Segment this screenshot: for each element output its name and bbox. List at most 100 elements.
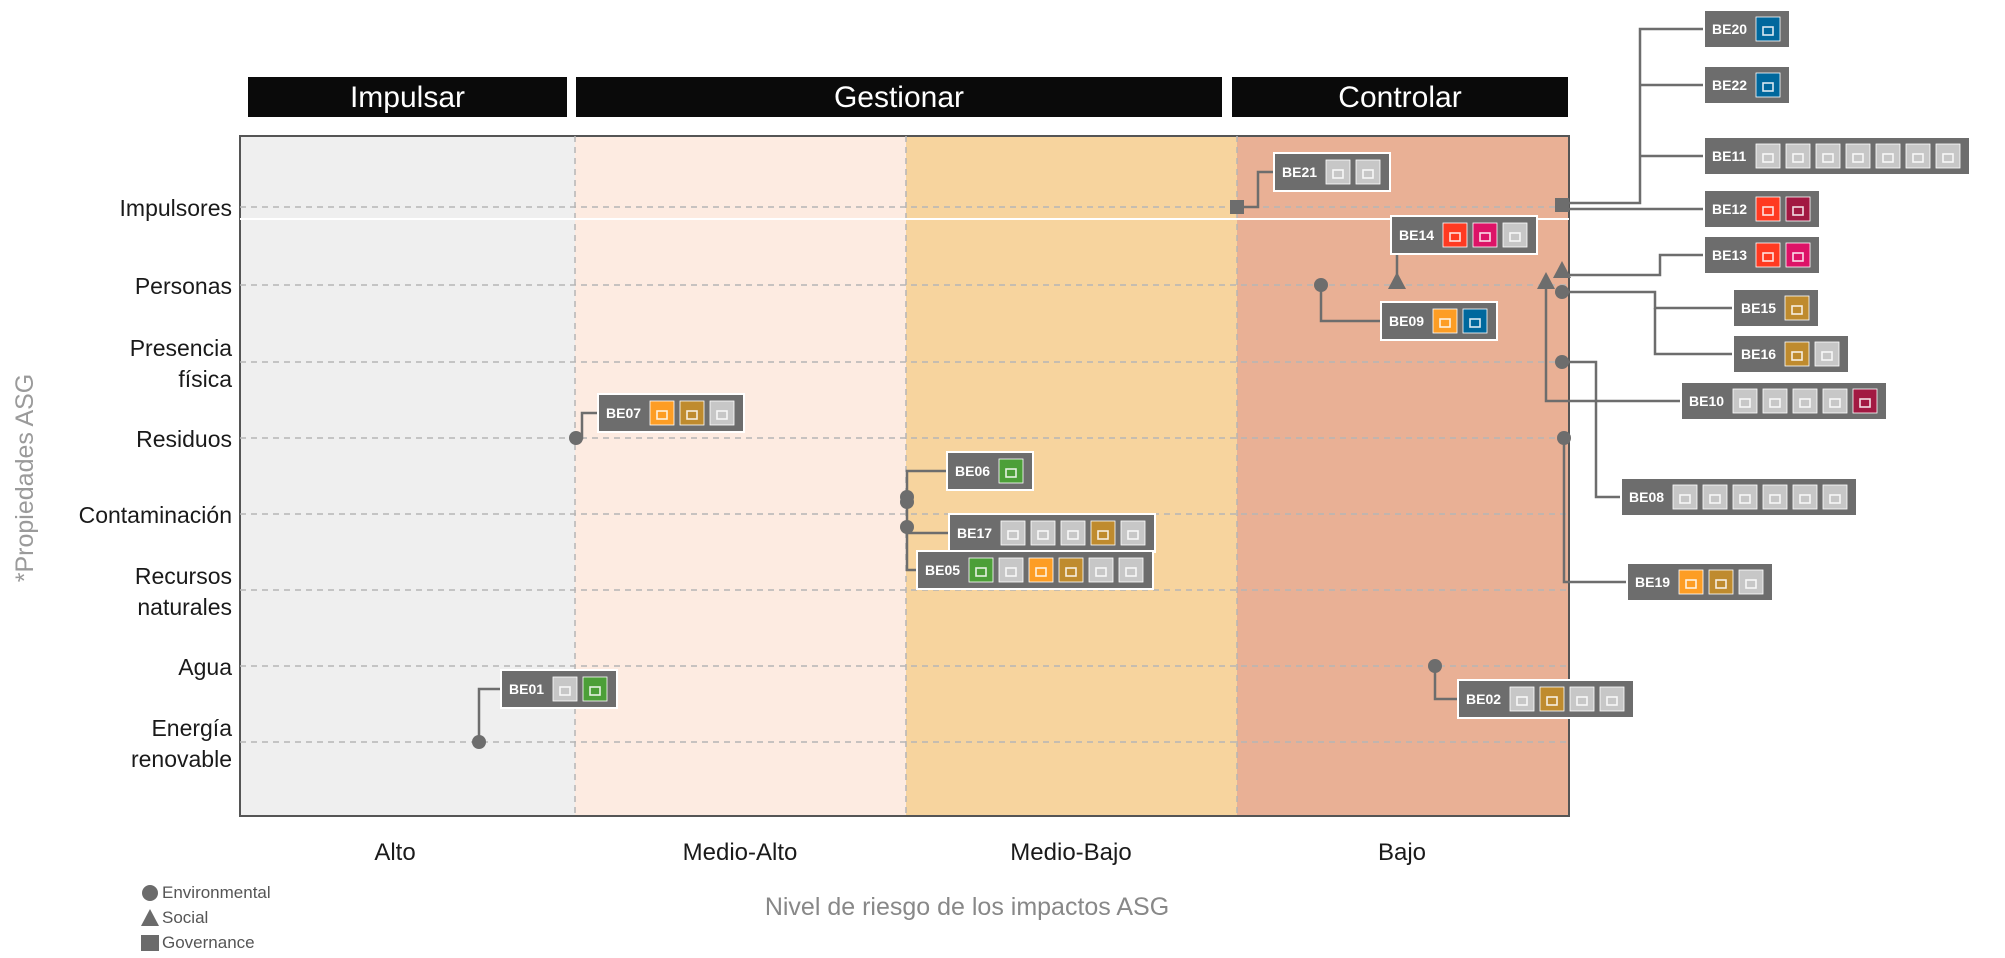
be-cell-label: BE17 [957,525,992,541]
sdg-glyph-icon [1005,468,1017,478]
sdg-tile-icon [1678,569,1704,595]
sdg-tile-icon [1762,484,1788,510]
sdg-glyph-icon [1449,232,1461,242]
property-label: Energía [151,715,232,741]
be-cell-label: BE06 [955,463,990,479]
be-cell: BE21 [1273,152,1391,192]
be-cell: BE20 [1703,9,1791,49]
be-cell: BE10 [1680,381,1888,421]
sdg-tile-icon [1509,686,1535,712]
be-cell-box [946,451,1034,491]
sdg-tile-icon [1030,520,1056,546]
be-cell: BE01 [500,669,618,709]
connector-line [1237,170,1274,209]
sdg-glyph-icon [1127,530,1139,540]
sdg-glyph-icon [1685,579,1697,589]
be-cell: BE11 [1703,136,1971,176]
sdg-tile-icon [998,557,1024,583]
sdg-tile-icon [1875,143,1901,169]
sdg-tile-icon [1822,484,1848,510]
be-cell: BE22 [1703,65,1791,105]
property-label: renovable [131,746,232,772]
sdg-tile-icon [1672,484,1698,510]
property-gridlines [240,206,1569,743]
sdg-tile-icon [1792,484,1818,510]
sdg-glyph-icon [1606,696,1618,706]
risk-level-label: Medio-Alto [683,839,798,866]
be-cell: BE06 [946,451,1034,491]
sdg-glyph-icon [1095,567,1107,577]
sdg-tile-icon [1462,308,1488,334]
sdg-glyph-icon [1792,252,1804,262]
be-cell-label: BE21 [1282,164,1317,180]
social-marker [1553,261,1571,278]
sdg-tile-icon [1785,196,1811,222]
risk-zones [239,135,1570,817]
sdg-glyph-icon [1745,579,1757,589]
sdg-tile-icon [1088,557,1114,583]
sdg-glyph-icon [1762,206,1774,216]
environmental-marker [569,431,583,445]
sdg-glyph-icon [1739,494,1751,504]
connector-line [905,469,947,497]
sdg-glyph-icon [1762,252,1774,262]
connector-line [1544,281,1681,403]
sdg-glyph-icon [1791,305,1803,315]
be-cell-label: BE01 [509,681,544,697]
be-cell: BE12 [1703,189,1821,229]
legend-label: Governance [162,933,255,952]
environmental-marker [1314,278,1328,292]
be-cell-label: BE07 [606,405,641,421]
be-cell-label: BE11 [1712,148,1746,164]
axis-labels: ImpulsoresPersonasPresenciafísicaResiduo… [11,195,1426,921]
sdg-glyph-icon [1332,169,1344,179]
sdg-tile-icon [1732,388,1758,414]
be-cell: BE09 [1380,301,1498,341]
risk-level-label: Bajo [1378,839,1426,866]
sdg-glyph-icon [1007,530,1019,540]
connector-line [1653,308,1733,356]
sdg-glyph-icon [559,686,571,696]
sdg-glyph-icon [1792,153,1804,163]
sdg-tile-icon [1355,159,1381,185]
sdg-glyph-icon [1125,567,1137,577]
property-label: física [178,366,232,392]
sdg-tile-icon [1815,143,1841,169]
sdg-tile-icon [968,557,994,583]
sdg-tile-icon [1935,143,1961,169]
governance-marker [1230,200,1244,214]
be-cell-label: BE08 [1629,489,1664,505]
property-label: Agua [178,654,232,680]
sdg-tile-icon [1852,388,1878,414]
sdg-glyph-icon [1065,567,1077,577]
sdg-tile-icon [1755,16,1781,42]
sdg-glyph-icon [975,567,987,577]
sdg-tile-icon [1814,341,1840,367]
sdg-tile-icon [1028,557,1054,583]
environmental-marker [472,735,486,749]
sdg-tile-icon [1784,295,1810,321]
sdg-glyph-icon [1762,26,1774,36]
be-cell: BE02 [1457,679,1635,719]
be-cell: BE08 [1620,477,1858,517]
be-cell-label: BE05 [925,562,960,578]
sdg-glyph-icon [1037,530,1049,540]
sdg-tile-icon [1785,143,1811,169]
sdg-glyph-icon [1912,153,1924,163]
sdg-tile-icon [649,400,675,426]
social-marker [1537,272,1555,289]
connector-line [905,527,917,572]
governance-marker [1555,198,1569,212]
environmental-marker [900,495,914,509]
x-axis-title: Nivel de riesgo de los impactos ASG [765,893,1169,921]
sdg-tile-icon [1755,196,1781,222]
sdg-glyph-icon [1439,318,1451,328]
connector-line [1562,27,1704,205]
sdg-glyph-icon [1792,206,1804,216]
sdg-glyph-icon [1829,398,1841,408]
sdg-tile-icon [1738,569,1764,595]
sdg-glyph-icon [1362,169,1374,179]
be-cell-label: BE22 [1712,77,1747,93]
sdg-tile-icon [1732,484,1758,510]
